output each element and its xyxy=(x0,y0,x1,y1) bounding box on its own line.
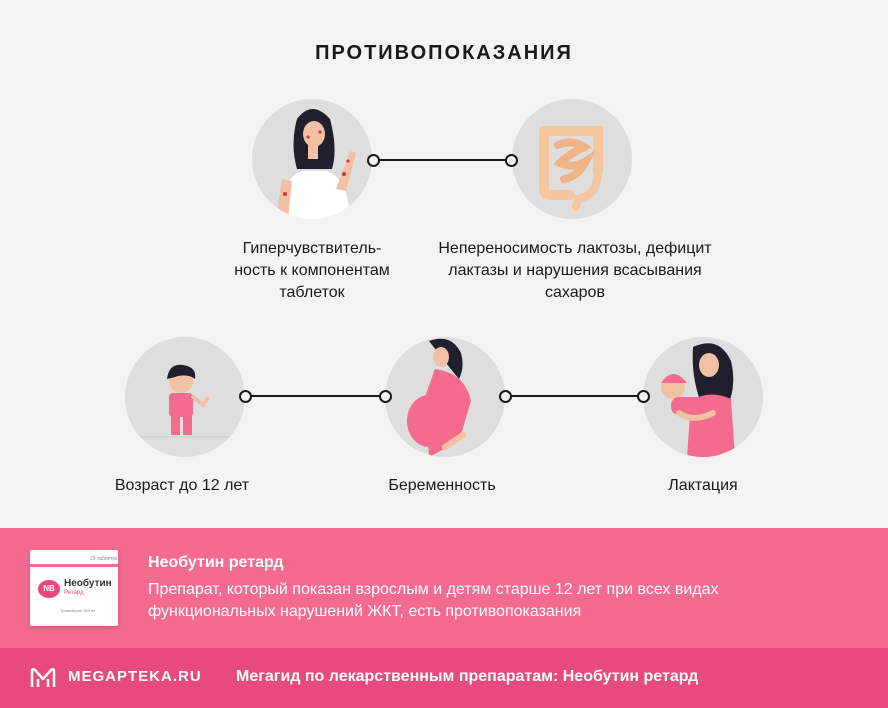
pack-logo: NB xyxy=(38,580,60,598)
pack-count: 20 таблеток xyxy=(90,556,118,562)
connector-dot xyxy=(239,390,252,403)
product-package-image: 20 таблеток NB Необутин Ретард Тримебути… xyxy=(30,550,118,626)
connector-dot xyxy=(379,390,392,403)
intestine-icon xyxy=(512,99,632,219)
item-label-hypersensitivity: Гиперчувствитель-ность к компонентам таб… xyxy=(234,240,390,301)
page-title: ПРОТИВОПОКАЗАНИЯ xyxy=(315,42,573,64)
item-label-pregnancy: Беременность xyxy=(388,477,496,494)
megapteka-logo-icon[interactable] xyxy=(30,667,56,694)
connector-dot xyxy=(505,154,518,167)
connector-line xyxy=(509,395,639,397)
pack-note: Тримебутин 300 мг xyxy=(60,608,96,613)
woman-allergy-icon xyxy=(252,99,372,219)
footer-caption: Мегагид по лекарственным препаратам: Нео… xyxy=(236,668,699,685)
item-label-age: Возраст до 12 лет xyxy=(114,477,250,494)
breastfeeding-mother-icon xyxy=(643,337,763,457)
item-label-lactose: Непереносимость лактозы, дефицит лактазы… xyxy=(438,240,712,301)
pack-subbrand: Ретард xyxy=(64,590,84,596)
item-label-lactation: Лактация xyxy=(668,477,738,494)
pack-stripe xyxy=(30,564,118,567)
product-description: Препарат, который показан взрослым и дет… xyxy=(148,581,719,620)
connector-dot xyxy=(637,390,650,403)
megapteka-logo-text[interactable]: MEGAPTEKA.RU xyxy=(68,668,202,685)
child-icon xyxy=(125,337,245,457)
product-name: Необутин ретард xyxy=(148,554,284,571)
connector-dot xyxy=(499,390,512,403)
connector-line xyxy=(249,395,381,397)
footer-bar xyxy=(0,648,888,708)
connector-line xyxy=(377,159,507,161)
product-band xyxy=(0,528,888,648)
connector-dot xyxy=(367,154,380,167)
pack-brand: Необутин xyxy=(64,578,112,589)
pregnant-woman-icon xyxy=(385,337,505,457)
